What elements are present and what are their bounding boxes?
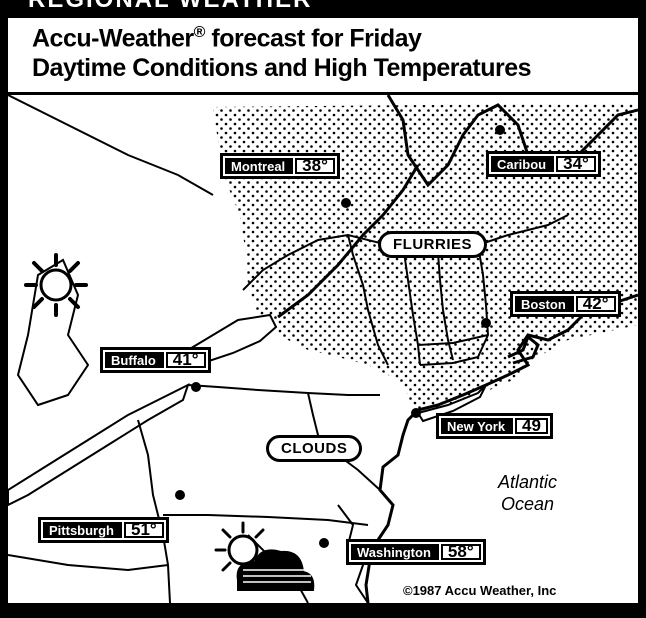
new-england-coast xyxy=(364,293,638,603)
caribou-dot xyxy=(495,125,505,135)
city-label-washington: Washington 58° xyxy=(346,539,486,565)
region-label-flurries: FLURRIES xyxy=(378,231,487,258)
city-label-pittsburgh: Pittsburgh 51° xyxy=(38,517,169,543)
city-temp: 38° xyxy=(295,156,335,175)
long-island xyxy=(416,384,487,423)
city-name: Caribou xyxy=(491,156,555,172)
ocean-label-line2: Ocean xyxy=(500,494,555,514)
ocean-label-line1: Atlantic xyxy=(498,472,558,492)
top-strip-title: REGIONAL WEATHER xyxy=(28,0,312,13)
city-name: Pittsburgh xyxy=(43,522,122,538)
coastline xyxy=(386,95,638,188)
city-name: Buffalo xyxy=(105,352,164,368)
new-york-dot xyxy=(411,408,421,418)
pittsburgh-dot xyxy=(175,490,185,500)
city-temp: 41° xyxy=(165,350,206,369)
city-name: Boston xyxy=(515,296,574,312)
city-label-boston: Boston 42° xyxy=(510,291,621,317)
copyright-text: ©1987 Accu Weather, Inc xyxy=(403,583,557,598)
partly-cloudy-icon xyxy=(214,521,315,591)
city-name: Montreal xyxy=(225,158,294,174)
city-label-buffalo: Buffalo 41° xyxy=(100,347,211,373)
city-label-new-york: New York 49 xyxy=(436,413,553,439)
city-label-caribou: Caribou 34° xyxy=(486,151,601,177)
region-label-clouds: CLOUDS xyxy=(266,435,363,462)
city-name: New York xyxy=(441,418,514,434)
city-label-montreal: Montreal 38° xyxy=(220,153,340,179)
city-temp: 58° xyxy=(440,542,481,561)
map-area: Montreal 38° Caribou 34° Boston 42° Buff… xyxy=(8,92,638,603)
montreal-dot xyxy=(341,198,351,208)
title-line-2: Daytime Conditions and High Temperatures xyxy=(32,54,532,82)
top-strip: REGIONAL WEATHER xyxy=(0,0,646,18)
city-temp: 34° xyxy=(556,154,596,173)
sun-icon xyxy=(24,253,88,317)
title-line-1: Accu-Weather® forecast for Friday xyxy=(32,24,422,53)
st-lawrence xyxy=(277,164,420,319)
boston-dot xyxy=(481,318,491,328)
city-temp: 49 xyxy=(515,416,548,435)
title-forecast: forecast for Friday xyxy=(211,24,422,53)
washington-dot xyxy=(319,538,329,548)
title-brand: Accu-Weather xyxy=(32,24,194,53)
registered-mark: ® xyxy=(193,24,206,41)
city-name: Washington xyxy=(351,544,439,560)
ocean-label: Atlantic Ocean xyxy=(498,471,557,515)
lake-erie xyxy=(8,383,190,507)
buffalo-dot xyxy=(191,382,201,392)
city-temp: 51° xyxy=(124,520,164,539)
flurries-area xyxy=(213,103,638,413)
cape-cod xyxy=(507,334,540,365)
map-header: Accu-Weather® forecast for Friday Daytim… xyxy=(8,18,638,92)
map-drawing xyxy=(8,95,638,603)
city-temp: 42° xyxy=(575,294,616,313)
